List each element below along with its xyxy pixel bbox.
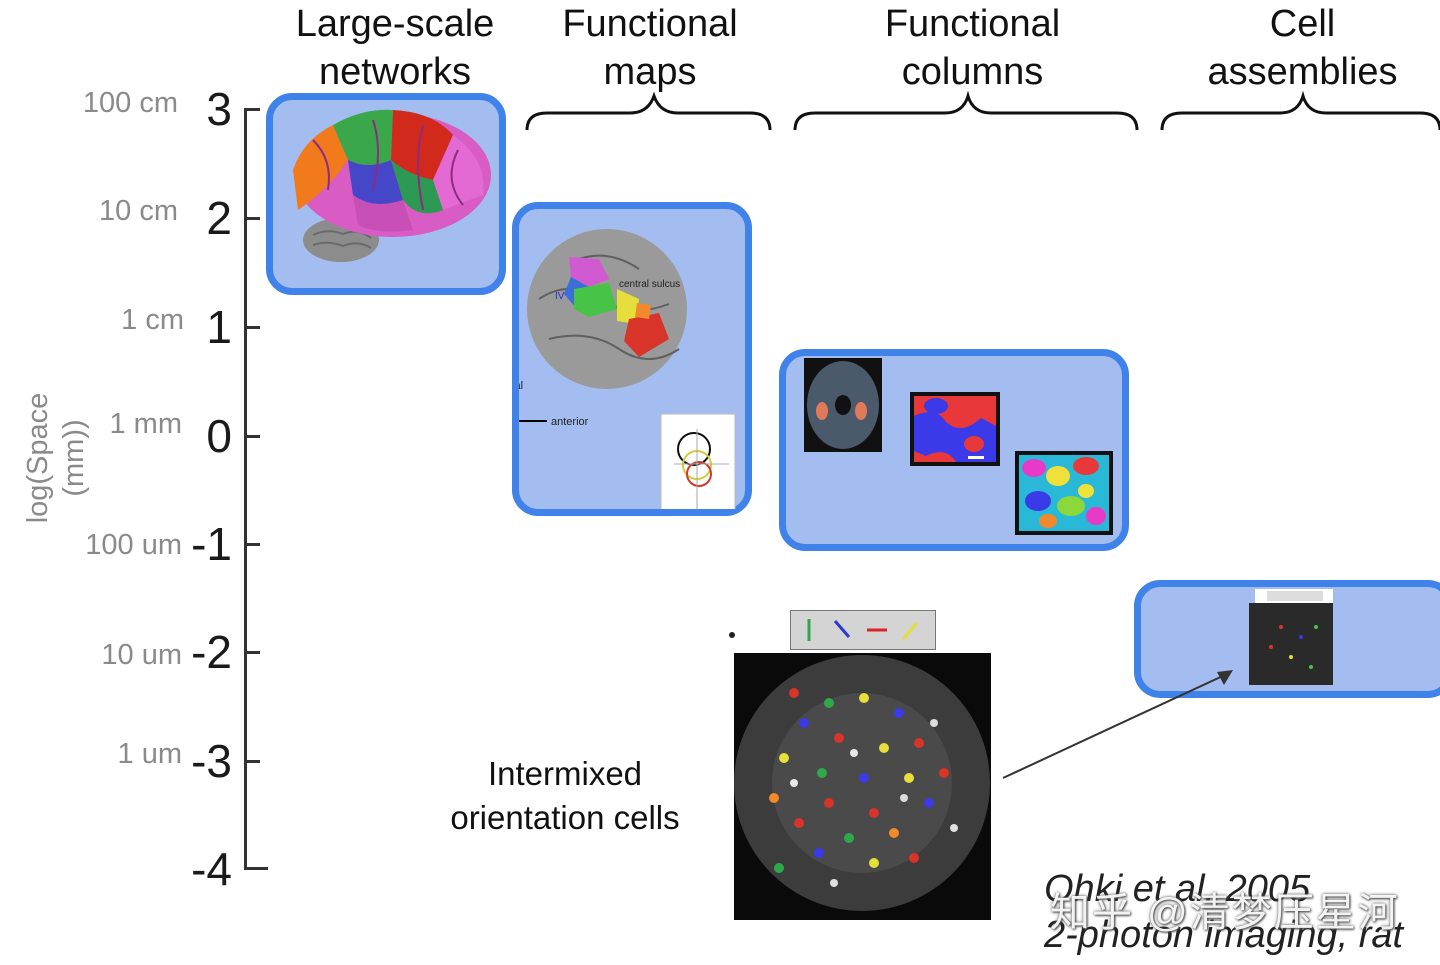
axis-value: -3 bbox=[191, 735, 232, 787]
header-line: maps bbox=[603, 51, 697, 93]
label-iv: IV bbox=[555, 291, 565, 302]
axis-value: -2 bbox=[191, 626, 232, 678]
panel-large-scale-networks bbox=[266, 93, 506, 295]
header-line: Cell bbox=[1269, 3, 1336, 45]
intermixed-orientation-label: Intermixed orientation cells bbox=[430, 752, 700, 840]
header-large-scale-networks: Large-scale networks bbox=[270, 0, 520, 96]
two-photon-cells bbox=[734, 655, 990, 911]
axis-baseline bbox=[244, 867, 268, 870]
axis-unit: 100 cm bbox=[82, 87, 178, 119]
citation-method: 2-photon imaging, rat bbox=[1044, 914, 1404, 956]
axis-line bbox=[244, 108, 247, 870]
axis-unit: 1 mm bbox=[109, 408, 183, 440]
axis-value: 3 bbox=[206, 83, 232, 135]
header-line: networks bbox=[318, 51, 472, 93]
axis-tick bbox=[246, 217, 260, 220]
arrow-to-cell-assemblies bbox=[1002, 670, 1233, 779]
axis-unit: 10 um bbox=[101, 639, 182, 671]
label-anterior: anterior bbox=[551, 416, 589, 428]
header-line: assemblies bbox=[1207, 51, 1398, 93]
cortical-map-image: IV central sulcus parietal anterior bbox=[519, 229, 736, 509]
annotation-line: Intermixed bbox=[487, 755, 643, 792]
header-line: Functional bbox=[562, 3, 738, 45]
axis-tick bbox=[246, 760, 260, 763]
header-line: Large-scale bbox=[295, 3, 495, 45]
two-photon-image bbox=[734, 653, 991, 920]
header-functional-columns: Functional columns bbox=[840, 0, 1105, 96]
axis-value: 1 bbox=[206, 301, 232, 353]
dot-marker bbox=[729, 632, 735, 638]
axis-unit: 1 um bbox=[117, 738, 182, 770]
header-line: Functional bbox=[884, 3, 1061, 45]
brace-columns bbox=[793, 90, 1139, 131]
axis-value: 0 bbox=[206, 410, 232, 462]
citation: Ohki et al. 2005 2-photon imaging, rat bbox=[1044, 866, 1440, 958]
label-parietal: parietal bbox=[519, 380, 523, 392]
header-braces bbox=[525, 90, 1440, 131]
axis-tick bbox=[246, 435, 260, 438]
orientation-column-images bbox=[804, 358, 1113, 535]
header-cell-assemblies: Cell assemblies bbox=[1180, 0, 1425, 96]
axis-value: 2 bbox=[206, 192, 232, 244]
panel-functional-maps: IV central sulcus parietal anterior bbox=[512, 202, 752, 516]
header-line: columns bbox=[901, 51, 1044, 93]
panel-cell-assemblies bbox=[1134, 580, 1440, 698]
bar-oblique-blue bbox=[833, 620, 851, 638]
panel-functional-columns bbox=[779, 349, 1129, 551]
annotation-line: orientation cells bbox=[450, 799, 680, 836]
axis-unit: 100 um bbox=[85, 529, 182, 561]
axis-tick bbox=[246, 108, 260, 111]
axis-unit: 10 cm bbox=[99, 195, 178, 227]
axis-value: -1 bbox=[191, 518, 232, 570]
watermark: 知乎 @清梦压星河 bbox=[1050, 891, 1400, 935]
header-functional-maps: Functional maps bbox=[530, 0, 770, 96]
brace-cells bbox=[1160, 90, 1440, 131]
brace-maps bbox=[525, 91, 772, 131]
axis-tick bbox=[246, 543, 260, 546]
bar-oblique-yellow bbox=[901, 622, 919, 640]
cell-assembly-thumbnail bbox=[1249, 589, 1333, 685]
brain-image bbox=[293, 109, 491, 262]
citation-author: Ohki et al. 2005 bbox=[1044, 868, 1311, 910]
axis-title: log(Space (mm)) bbox=[22, 392, 90, 524]
axis-tick bbox=[246, 326, 260, 329]
orientation-legend bbox=[790, 610, 936, 650]
axis-tick bbox=[246, 651, 260, 654]
axis-value: -4 bbox=[191, 843, 232, 895]
label-central-sulcus: central sulcus bbox=[619, 279, 680, 290]
axis-unit: 1 cm bbox=[121, 304, 184, 336]
